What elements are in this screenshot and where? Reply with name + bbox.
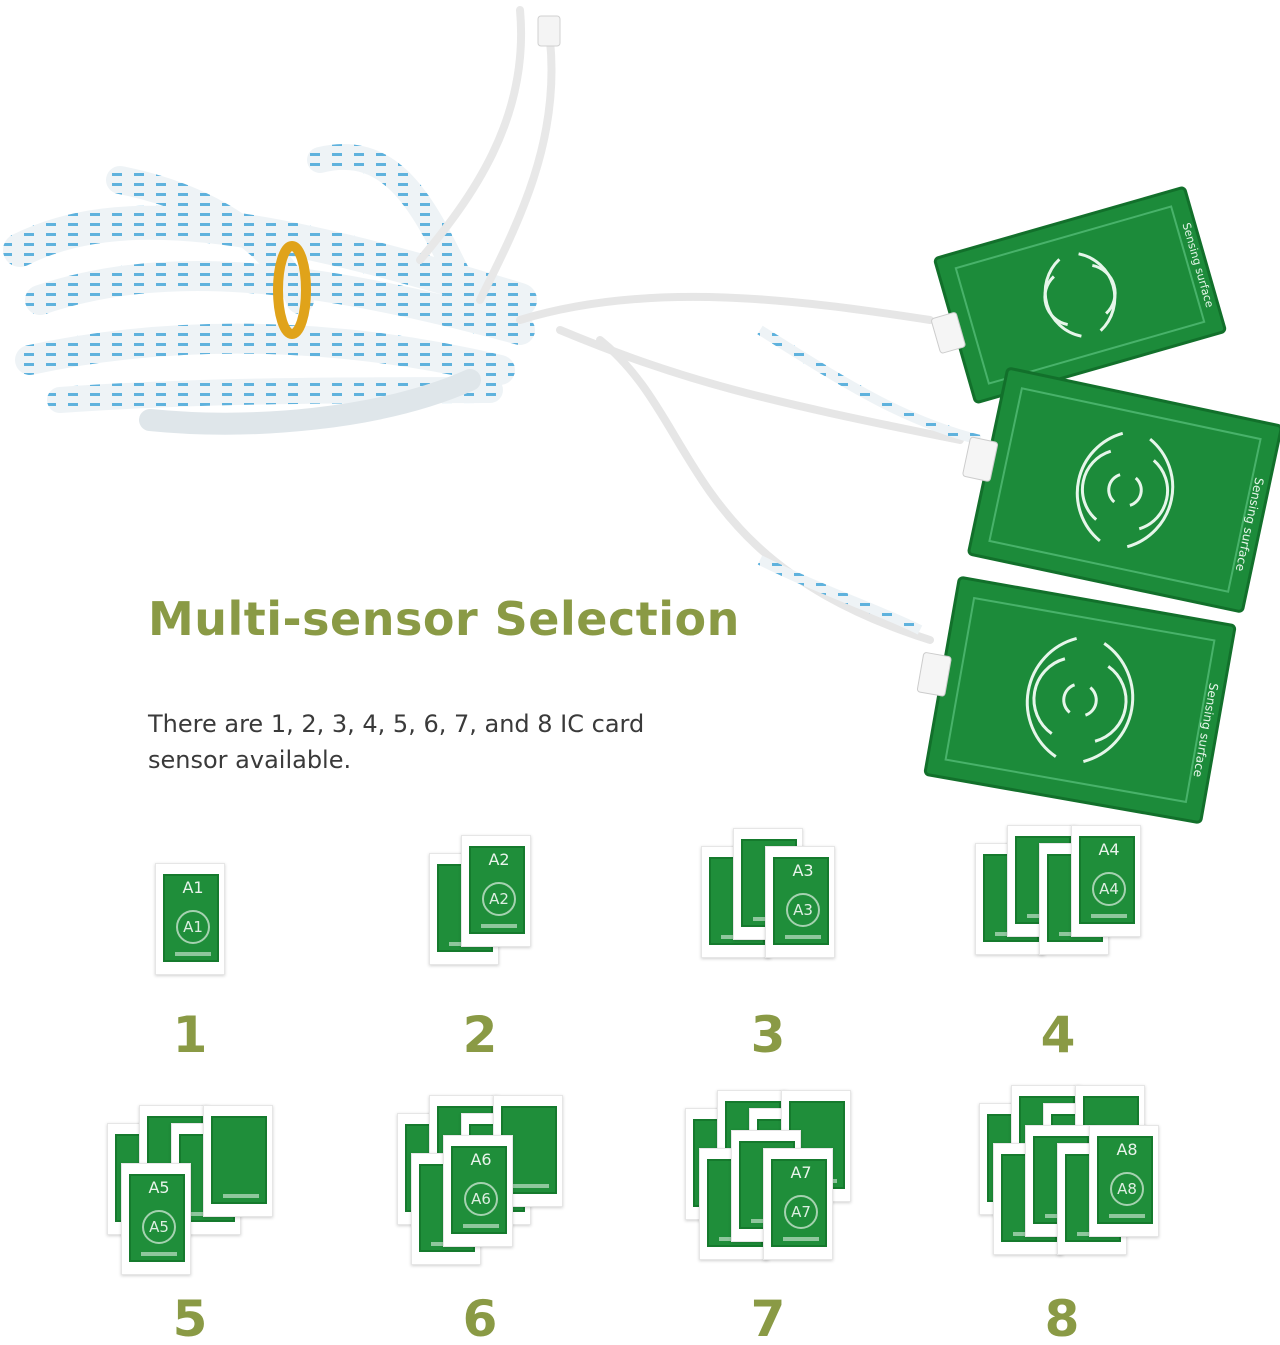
sensor-board-2: Sensing surface: [962, 367, 1280, 613]
sensor-board-3: Sensing surface: [916, 576, 1237, 824]
sensor-count-label: 6: [462, 1290, 498, 1345]
sensor-card-ring: A1: [176, 910, 210, 944]
sensor-count-label: 1: [172, 1006, 208, 1064]
sensor-card-silkscreen: [1109, 1214, 1145, 1218]
sensor-count-label: 8: [1044, 1290, 1080, 1345]
sensor-card-ring: A2: [482, 882, 516, 916]
sensor-card-silkscreen: [223, 1194, 259, 1198]
sensor-card-label: A2: [488, 850, 510, 869]
sensor-board-1: Sensing surface: [931, 186, 1227, 404]
sensor-card-ring: A6: [464, 1182, 498, 1216]
sensor-card-silkscreen: [463, 1224, 499, 1228]
description: There are 1, 2, 3, 4, 5, 6, 7, and 8 IC …: [148, 710, 645, 774]
sensor-boards-illustration: Sensing surface Sensing surface Sensing …: [3, 6, 1280, 824]
sensor-card-label: A8: [1116, 1140, 1138, 1159]
headline: Multi-sensor Selection: [148, 592, 740, 646]
sensor-card-silkscreen: [175, 952, 211, 956]
sensor-count-label: 2: [462, 1006, 498, 1064]
sensor-card: [203, 1105, 273, 1217]
sensor-card-ring: A8: [1110, 1172, 1144, 1206]
sensor-count-label: 4: [1040, 1006, 1076, 1064]
sensor-count-label: 3: [750, 1006, 786, 1064]
sensor-card-label: A3: [792, 861, 814, 880]
sensor-card-label: A6: [470, 1150, 492, 1169]
sensor-card-silkscreen: [1091, 914, 1127, 918]
sensor-card-ring: A7: [784, 1195, 818, 1229]
sensor-card-label: A5: [148, 1178, 170, 1197]
sensor-card-label: A7: [790, 1163, 812, 1182]
wire-stripes: [757, 325, 982, 635]
sensor-count-label: 7: [750, 1290, 786, 1345]
sensor-card-silkscreen: [141, 1252, 177, 1256]
sensor-card-silkscreen: [513, 1184, 549, 1188]
connector-top: [537, 15, 561, 47]
sensor-card-ring: A4: [1092, 872, 1126, 906]
sensor-card-ring: A5: [142, 1210, 176, 1244]
cable-bundle: [3, 143, 537, 435]
sensor-card-silkscreen: [481, 924, 517, 928]
sensor-card-pcb: [211, 1116, 267, 1204]
sensor-card-label: A1: [182, 878, 204, 897]
sensor-card-silkscreen: [785, 935, 821, 939]
wires: [416, 6, 964, 644]
sensor-card-label: A4: [1098, 840, 1120, 859]
sensor-count-label: 5: [172, 1290, 208, 1345]
sensor-card-silkscreen: [783, 1237, 819, 1241]
sensor-card-ring: A3: [786, 893, 820, 927]
